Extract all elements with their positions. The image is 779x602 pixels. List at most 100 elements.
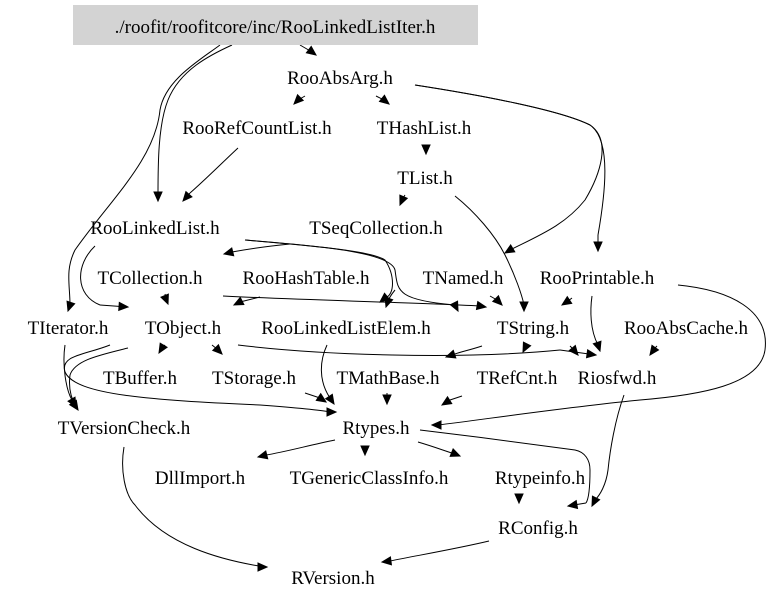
node-roolinkedlist[interactable]: RooLinkedList.h <box>90 218 220 239</box>
arrowhead-icon <box>293 93 305 105</box>
edge-line <box>414 84 606 236</box>
edge-root-to-rooabsarg <box>299 44 317 56</box>
node-rtypeinfo[interactable]: Rtypeinfo.h <box>495 468 586 489</box>
edge-line <box>594 394 625 501</box>
arrowhead-icon <box>566 499 579 510</box>
edge-rconfig-to-rversion <box>380 540 490 566</box>
node-roolinkedlistelem[interactable]: RooLinkedListElem.h <box>261 318 431 339</box>
node-tversioncheck[interactable]: TVersionCheck.h <box>58 418 191 439</box>
edge-tobject-to-riosfwd <box>237 344 598 359</box>
node-dllimport[interactable]: DllImport.h <box>155 468 246 489</box>
edge-roohashtable-to-tobject <box>232 296 261 306</box>
node-thashlist[interactable]: THashList.h <box>377 118 472 139</box>
edge-tnamed-to-tstring <box>489 294 503 306</box>
edge-line <box>449 395 463 401</box>
edge-line <box>237 344 561 356</box>
arrowhead-icon <box>315 392 328 403</box>
arrowhead-icon <box>380 556 393 566</box>
edge-line <box>222 295 481 307</box>
arrowhead-icon <box>585 348 598 359</box>
edge-tstorage-to-rtypes <box>304 392 328 403</box>
edge-line <box>590 295 599 346</box>
arrowhead-icon <box>560 295 573 306</box>
edge-line <box>239 296 261 303</box>
edge-rooprintable-to-rtypes <box>430 284 766 430</box>
arrowhead-icon <box>592 340 602 353</box>
node-tlist[interactable]: TList.h <box>397 168 453 189</box>
arrowhead-icon <box>514 493 524 505</box>
node-rooprintable[interactable]: RooPrintable.h <box>540 268 655 289</box>
arrowhead-icon <box>593 241 603 253</box>
node-roohashtable[interactable]: RooHashTable.h <box>243 268 370 289</box>
edge-rtypes-to-rtypeinfo <box>417 441 462 457</box>
arrowhead-icon <box>449 300 459 313</box>
edge-rtypeinfo-to-rconfig <box>514 493 524 505</box>
edge-tobject-to-tversioncheck <box>68 347 129 412</box>
edge-line <box>69 347 129 408</box>
edge-tlist-to-tstring <box>454 195 529 313</box>
edge-line <box>437 284 766 426</box>
edge-riosfwd-to-rconfig <box>591 394 625 508</box>
node-tstring[interactable]: TString.h <box>497 318 570 339</box>
arrowhead-icon <box>158 342 168 355</box>
node-tbuffer[interactable]: TBuffer.h <box>103 368 178 389</box>
node-tstorage[interactable]: TStorage.h <box>212 368 296 389</box>
edge-line <box>68 44 221 306</box>
arrowhead-icon <box>522 341 532 354</box>
node-tnamed[interactable]: TNamed.h <box>423 268 504 289</box>
edge-tobject-to-tstorage <box>211 343 223 355</box>
arrowhead-icon <box>68 399 79 412</box>
arrowhead-icon <box>378 94 390 105</box>
edge-rtypes-to-dllimport <box>256 439 336 460</box>
arrowhead-icon <box>118 301 130 312</box>
edge-rooprintable-to-tstring <box>560 295 573 306</box>
arrowhead-icon <box>503 244 516 254</box>
arrowhead-icon <box>324 393 335 406</box>
arrowhead-icon <box>211 343 223 355</box>
node-rconfig[interactable]: RConfig.h <box>498 518 578 539</box>
node-tmathbase[interactable]: TMathBase.h <box>337 368 440 389</box>
arrowhead-icon <box>591 495 601 508</box>
node-rtypes[interactable]: Rtypes.h <box>342 418 410 439</box>
node-roorefcountlist[interactable]: RooRefCountList.h <box>182 118 332 139</box>
node-trefcnt[interactable]: TRefCnt.h <box>477 368 558 389</box>
edge-roolinkedlist-to-roolinkedlistelem <box>244 239 459 313</box>
node-tobject[interactable]: TObject.h <box>145 318 222 339</box>
edge-line-tail <box>576 502 587 506</box>
edge-rooprintable-to-riosfwd <box>590 295 602 353</box>
node-tgenericclassinfo[interactable]: TGenericClassInfo.h <box>290 468 449 489</box>
root-node-label[interactable]: ./roofit/roofitcore/inc/RooLinkedListIte… <box>115 17 436 38</box>
edge-line <box>63 344 331 413</box>
arrowhead-icon <box>440 395 453 406</box>
edge-trefcnt-to-rtypes <box>440 395 463 406</box>
edge-line-tail <box>99 304 120 307</box>
edge-tcollection-to-tobject <box>160 293 169 306</box>
edge-line <box>122 446 266 568</box>
arrowhead-icon <box>360 445 370 457</box>
node-titerator[interactable]: TIterator.h <box>28 318 109 339</box>
node-rooabscache[interactable]: RooAbsCache.h <box>624 318 749 339</box>
nodes-layer: ./roofit/roofitcore/inc/RooLinkedListIte… <box>28 5 749 589</box>
arrowhead-icon <box>649 344 660 357</box>
edge-thashlist-to-tlist <box>421 144 431 156</box>
edge-tcollection-to-tstring <box>222 295 488 311</box>
edges-layer <box>63 44 766 572</box>
edge-roolinkedlistelem-to-rtypes <box>320 344 335 406</box>
node-tseqcollection[interactable]: TSeqCollection.h <box>309 218 443 239</box>
arrowhead-icon <box>382 394 392 406</box>
arrowhead-icon <box>153 191 163 203</box>
root-node-box[interactable] <box>73 5 478 45</box>
edge-root-to-roolinkedlist <box>153 44 233 203</box>
edge-line <box>157 44 233 196</box>
edge-roorefcountlist-to-roolinkedlist <box>182 147 239 202</box>
node-tcollection[interactable]: TCollection.h <box>97 268 203 289</box>
node-rversion[interactable]: RVersion.h <box>291 568 375 589</box>
edge-line <box>304 392 321 399</box>
node-riosfwd[interactable]: Riosfwd.h <box>578 368 657 389</box>
node-rooabsarg[interactable]: RooAbsArg.h <box>287 68 393 89</box>
edge-tstring-to-tmathbase <box>444 345 483 359</box>
arrowhead-icon <box>568 344 579 356</box>
arrowhead-icon <box>475 300 488 311</box>
